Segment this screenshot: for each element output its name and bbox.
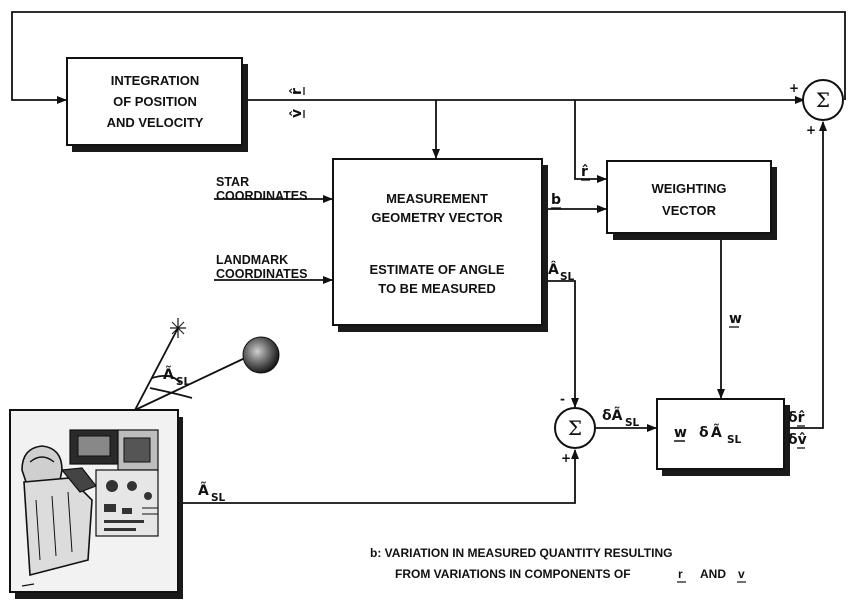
- r-hat-weighting-label: r̂: [581, 164, 589, 180]
- star-coordinates-label: STAR COORDINATES: [216, 175, 307, 203]
- measurement-line-4: TO BE MEASURED: [378, 281, 496, 296]
- footnote-line-1: b: VARIATION IN MEASURED QUANTITY RESULT…: [370, 546, 672, 560]
- svg-text:STAR: STAR: [216, 175, 249, 189]
- minus-sign: -: [560, 392, 565, 406]
- footnote-and: AND: [700, 567, 726, 581]
- footnote-line-2-prefix: FROM VARIATIONS IN COMPONENTS OF: [395, 567, 631, 581]
- delta-a-label: δÃ: [602, 407, 623, 424]
- sighting-angle-subscript: SL: [176, 376, 191, 388]
- delta-a-subscript: SL: [625, 417, 640, 429]
- integration-line-1: INTEGRATION: [111, 73, 200, 88]
- gain-sl: SL: [727, 434, 742, 446]
- a-measured-subscript: SL: [211, 492, 226, 504]
- a-measured-label: Ã: [198, 482, 209, 499]
- r-hat-label: r̂: [289, 87, 305, 95]
- measurement-line-2: GEOMETRY VECTOR: [371, 210, 503, 225]
- landmark-coordinates-label: LANDMARK COORDINATES: [216, 253, 307, 281]
- footnote-r: r: [678, 567, 683, 581]
- sigma-symbol: Σ: [568, 416, 582, 440]
- integration-block: INTEGRATION OF POSITION AND VELOCITY: [67, 58, 248, 152]
- sighting-geometry: Ã SL: [135, 318, 279, 410]
- b-label: b: [551, 192, 561, 208]
- gain-delta: δ: [699, 425, 709, 441]
- integration-line-2: OF POSITION: [113, 94, 197, 109]
- weighting-block: WEIGHTING VECTOR: [607, 161, 777, 240]
- footnote-v: v: [738, 567, 745, 581]
- measurement-line-3: ESTIMATE OF ANGLE: [369, 262, 504, 277]
- gain-w: w: [674, 425, 687, 441]
- weighting-line-1: WEIGHTING: [651, 181, 726, 196]
- a-estimate-label: Â: [548, 261, 559, 278]
- measured-angle-line: [178, 450, 575, 503]
- sighting-angle-label: Ã: [163, 366, 174, 383]
- r-hat-to-weighting-line: [575, 100, 606, 179]
- svg-text:LANDMARK: LANDMARK: [216, 253, 288, 267]
- v-hat-label: v̂: [289, 109, 305, 118]
- measurement-line-1: MEASUREMENT: [386, 191, 488, 206]
- star-icon: [170, 318, 186, 338]
- measurement-block: MEASUREMENT GEOMETRY VECTOR ESTIMATE OF …: [333, 159, 548, 332]
- svg-text:COORDINATES: COORDINATES: [216, 189, 307, 203]
- w-label: w: [729, 311, 742, 327]
- integration-line-3: AND VELOCITY: [107, 115, 204, 130]
- gain-a-tilde: Ã: [711, 424, 722, 441]
- astronaut-sextant-illustration: [10, 410, 183, 599]
- gain-block: w δ Ã SL: [657, 399, 790, 476]
- a-estimate-subscript: SL: [560, 271, 575, 283]
- sigma-symbol: Σ: [816, 88, 830, 112]
- delta-r-label: δr̂: [788, 410, 805, 426]
- plus-sign: +: [806, 123, 816, 137]
- svg-text:COORDINATES: COORDINATES: [216, 267, 307, 281]
- delta-v-label: δv̂: [788, 432, 807, 448]
- weighting-line-2: VECTOR: [662, 203, 717, 218]
- correction-line: [784, 122, 823, 428]
- output-summer: Σ + +: [789, 80, 843, 137]
- footnote: b: VARIATION IN MEASURED QUANTITY RESULT…: [370, 546, 746, 582]
- moon-icon: [243, 337, 279, 373]
- plus-sign: +: [789, 81, 799, 95]
- plus-sign: +: [561, 451, 571, 465]
